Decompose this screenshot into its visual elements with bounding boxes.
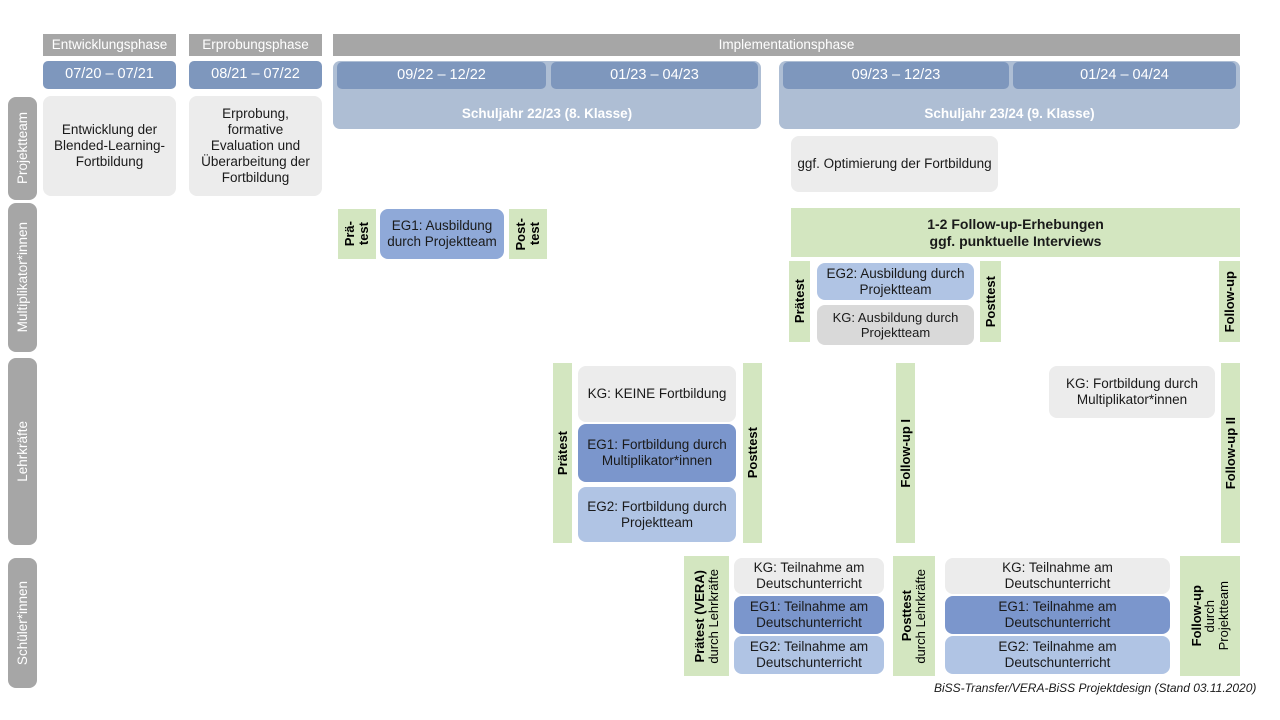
strip-posttest-multiplikatoren-line2: test <box>527 222 542 246</box>
date-bar-0124-0424: 01/24 – 04/24 <box>1013 62 1236 89</box>
strip-posttest-multiplikatoren: Post- test <box>509 209 547 259</box>
card-eg1-fortbildung-multiplikatoren: EG1: Fortbildung durch Multiplikator*inn… <box>578 424 736 482</box>
card-kg-keine-fortbildung: KG: KEINE Fortbildung <box>578 366 736 422</box>
band-followup-line1: 1-2 Follow-up-Erhebungen <box>927 215 1104 232</box>
strip-praetest-multiplikatoren: Prä- test <box>338 209 376 259</box>
card-eg1-teilnahme-a: EG1: Teilnahme am Deutschunterricht <box>734 596 884 634</box>
card-entwicklung-blended-learning: Entwicklung der Blended-Learning-Fortbil… <box>43 96 176 196</box>
strip-praetest-vera-schueler: Prätest (VERA) durch Lehrkräfte <box>684 556 729 676</box>
strip-posttest2-text: Posttest <box>982 275 998 328</box>
row-label-projektteam-text: Projektteam <box>15 112 30 185</box>
date-bar-0923-1223: 09/23 – 12/23 <box>783 62 1009 89</box>
row-label-projektteam: Projektteam <box>8 97 37 200</box>
strip-posttest-lehrkraefte-text: Posttest <box>744 427 760 479</box>
strip-praetest-multiplikatoren-line1: Prä- <box>342 221 358 247</box>
card-eg2-ausbildung-projektteam: EG2: Ausbildung durch Projektteam <box>817 263 974 300</box>
card-eg1-teilnahme-b: EG1: Teilnahme am Deutschunterricht <box>945 596 1170 634</box>
date-bar-erprobung: 08/21 – 07/22 <box>189 61 322 89</box>
band-followup-line2: ggf. punktuelle Interviews <box>929 232 1102 249</box>
phase-header-implementation: Implementationsphase <box>333 34 1240 56</box>
strip-praetest-vera-bold: Prätest (VERA) <box>691 569 707 663</box>
strip-praetest2-text: Prätest <box>791 279 807 324</box>
card-kg-fortbildung-multiplikatoren: KG: Fortbildung durch Multiplikator*inne… <box>1049 366 1215 418</box>
card-eg2-teilnahme-b: EG2: Teilnahme am Deutschunterricht <box>945 636 1170 674</box>
strip-praetest-multiplikatoren-line2: test <box>356 222 371 246</box>
strip-praetest-lehrkraefte-text: Prätest <box>554 430 570 476</box>
strip-followup-2-lehrkraefte: Follow-up II <box>1221 363 1240 543</box>
row-label-lehrkraefte: Lehrkräfte <box>8 358 37 545</box>
strip-followup-2-text: Follow-up II <box>1222 416 1238 490</box>
strip-posttest-schueler: Posttest durch Lehrkräfte <box>893 556 935 676</box>
card-erprobung-evaluation: Erprobung, formative Evaluation und Über… <box>189 96 322 196</box>
row-label-lehrkraefte-text: Lehrkräfte <box>15 421 30 482</box>
card-kg-teilnahme-b: KG: Teilnahme am Deutschunterricht <box>945 558 1170 594</box>
row-label-schuelerinnen: Schüler*innen <box>8 558 37 688</box>
strip-praetest-lehrkraefte: Prätest <box>553 363 572 543</box>
strip-posttest-schueler-sub: durch Lehrkräfte <box>913 568 928 664</box>
card-optimierung-fortbildung: ggf. Optimierung der Fortbildung <box>791 136 998 192</box>
card-eg1-ausbildung-projektteam: EG1: Ausbildung durch Projektteam <box>380 209 504 259</box>
phase-header-erprobung: Erprobungsphase <box>189 34 322 56</box>
band-followup-erhebungen: 1-2 Follow-up-Erhebungen ggf. punktuelle… <box>791 208 1240 257</box>
card-eg2-teilnahme-a: EG2: Teilnahme am Deutschunterricht <box>734 636 884 674</box>
strip-praetest-vera-sub: durch Lehrkräfte <box>705 568 721 664</box>
date-bar-0123-0423: 01/23 – 04/23 <box>551 62 758 89</box>
strip-followup-schueler-sub1: durch <box>1202 599 1218 633</box>
strip-posttest2-multiplikatoren: Posttest <box>980 261 1001 342</box>
strip-posttest-multiplikatoren-line1: Post- <box>513 217 529 251</box>
strip-followup-1-text: Follow-up I <box>897 418 913 488</box>
card-kg-ausbildung-projektteam: KG: Ausbildung durch Projektteam <box>817 305 974 345</box>
strip-followup-multiplikatoren: Follow-up <box>1219 261 1240 342</box>
card-eg2-fortbildung-projektteam: EG2: Fortbildung durch Projektteam <box>578 487 736 542</box>
footer-caption: BiSS-Transfer/VERA-BiSS Projektdesign (S… <box>934 681 1257 695</box>
card-kg-teilnahme-a: KG: Teilnahme am Deutschunterricht <box>734 558 884 594</box>
phase-header-entwicklung: Entwicklungsphase <box>43 34 176 56</box>
strip-posttest-lehrkraefte: Posttest <box>743 363 762 543</box>
date-bar-entwicklung: 07/20 – 07/21 <box>43 61 176 89</box>
row-label-multiplikatorinnen: Multiplikator*innen <box>8 203 37 352</box>
row-label-schuelerinnen-text: Schüler*innen <box>15 580 30 666</box>
strip-followup-schueler: Follow-up durch Projektteam <box>1180 556 1240 676</box>
strip-praetest2-multiplikatoren: Prätest <box>789 261 810 342</box>
strip-posttest-schueler-bold: Posttest <box>899 590 915 642</box>
row-label-multiplikatorinnen-text: Multiplikator*innen <box>15 222 30 333</box>
strip-followup-schueler-sub2: Projektteam <box>1215 581 1231 651</box>
strip-followup-1-lehrkraefte: Follow-up I <box>896 363 915 543</box>
date-bar-0922-1222: 09/22 – 12/22 <box>337 62 546 89</box>
strip-followup-multiplikatoren-text: Follow-up <box>1221 270 1237 333</box>
